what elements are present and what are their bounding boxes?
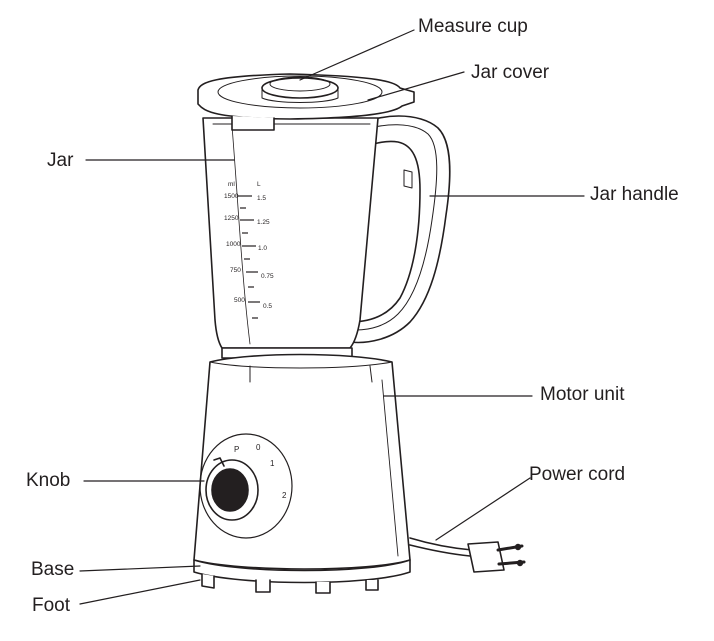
scale-ml-0: 1500: [224, 193, 239, 200]
scale-ml-1: 1250: [224, 215, 239, 222]
scale-ml-3: 750: [230, 267, 241, 274]
dial-p: P: [234, 445, 239, 454]
scale-l-1: 1.25: [257, 219, 270, 226]
label-jar: Jar: [47, 150, 74, 171]
label-base: Base: [31, 559, 75, 580]
scale-l-4: 0.5: [263, 303, 272, 310]
scale-unit-l: L: [257, 181, 261, 188]
label-power-cord: Power cord: [529, 464, 626, 485]
dial-0: 0: [256, 443, 261, 452]
scale-l-3: 0.75: [261, 273, 274, 280]
label-jar-cover: Jar cover: [471, 62, 550, 83]
jar-shape: [202, 117, 379, 359]
scale-ml-2: 1000: [226, 241, 241, 248]
dial-2: 2: [282, 491, 287, 500]
jar-scale-ticks: [238, 195, 260, 319]
jar-scale: ml L 1500 1.5 1250 1.25 1000 1.0 750 0.7…: [224, 181, 274, 310]
leader-lines: [79, 29, 585, 605]
label-measure-cup: Measure cup: [418, 16, 528, 37]
scale-unit-ml: ml: [228, 181, 235, 188]
leader-power-cord: [435, 477, 531, 541]
label-jar-handle: Jar handle: [590, 184, 679, 205]
scale-l-0: 1.5: [257, 195, 266, 202]
label-knob: Knob: [26, 470, 71, 491]
knob-shape: [199, 433, 293, 539]
dial-1: 1: [270, 459, 275, 468]
label-foot: Foot: [32, 595, 71, 616]
scale-ml-4: 500: [234, 297, 245, 304]
leader-base: [79, 565, 201, 572]
base-shape: [193, 559, 411, 584]
label-motor-unit: Motor unit: [540, 384, 625, 405]
foot-shapes: [201, 573, 379, 594]
power-cord-shape: [409, 537, 526, 573]
leader-foot: [79, 579, 201, 605]
knob-dial-labels: P 0 1 2: [234, 443, 287, 500]
scale-l-2: 1.0: [258, 245, 267, 252]
leader-jar-cover: [367, 71, 465, 101]
motor-unit-shape: [193, 353, 411, 570]
measure-cup-shape: [261, 76, 339, 103]
leader-measure-cup: [299, 29, 415, 81]
